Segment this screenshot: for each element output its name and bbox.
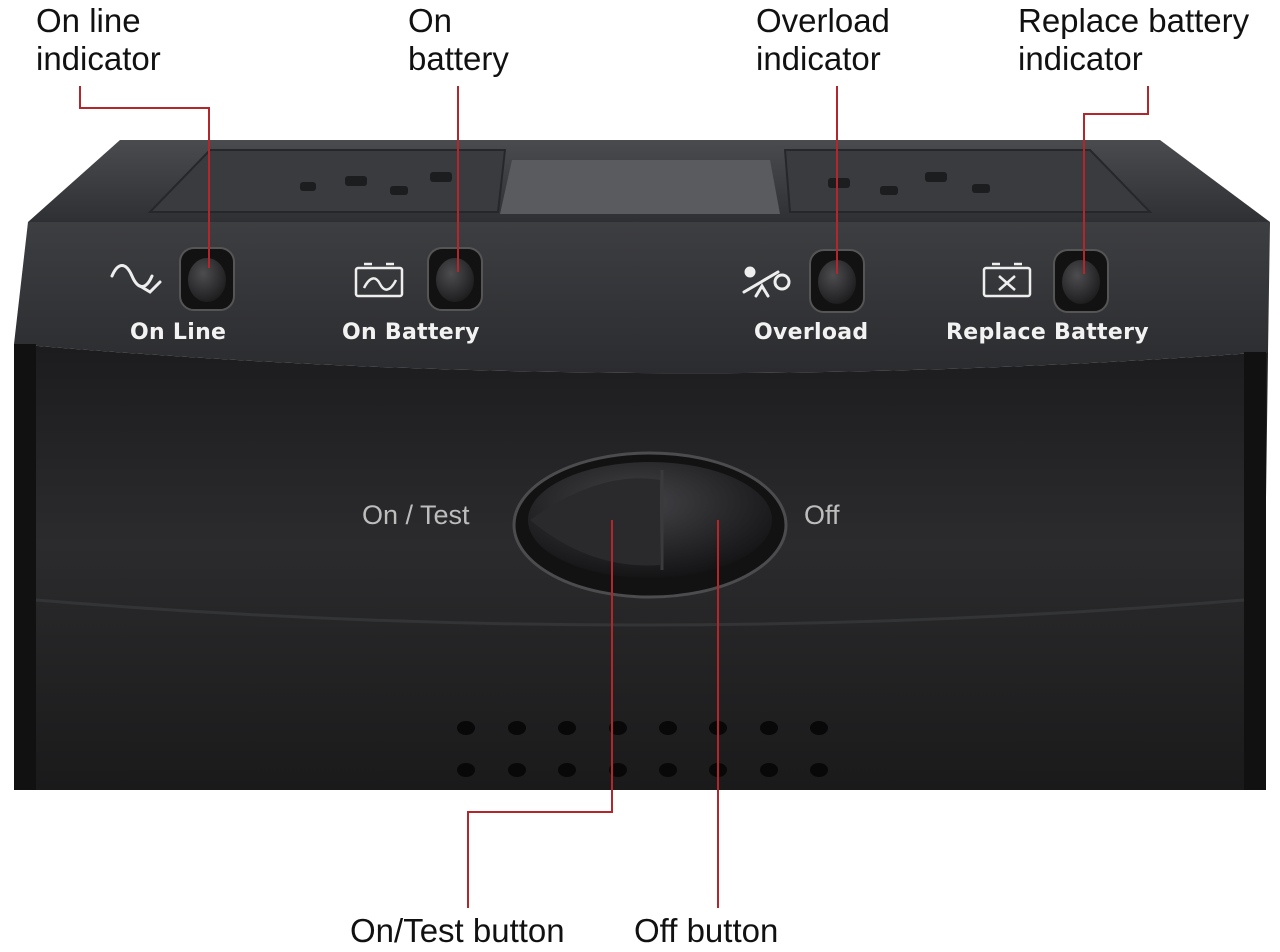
ac-wave-icon — [110, 264, 162, 294]
overload-seesaw-icon — [742, 266, 791, 298]
replace-battery-led — [1053, 249, 1109, 313]
switch-label-off: Off — [804, 500, 840, 530]
vent-hole — [760, 721, 778, 735]
vent-hole — [659, 721, 677, 735]
vent-hole — [760, 763, 778, 777]
leader-line-on-line — [79, 86, 210, 268]
vent-hole — [558, 721, 576, 735]
callout-on-battery: On battery — [408, 2, 509, 77]
leader-lines — [79, 86, 1149, 908]
callout-off-button: Off button — [634, 912, 779, 949]
leader-line-on-test — [467, 520, 613, 908]
vent-hole — [508, 721, 526, 735]
top-outlet-panel-left — [147, 149, 507, 213]
vent-hole — [659, 763, 677, 777]
vent-hole — [810, 763, 828, 777]
top-vent-holes — [300, 172, 990, 195]
vent-hole — [609, 721, 627, 735]
panel-label-overload: Overload — [754, 320, 869, 345]
callout-on-line-indicator: On line indicator — [36, 2, 161, 77]
vent-hole — [457, 721, 475, 735]
panel-label-replace-battery: Replace Battery — [946, 320, 1149, 345]
callout-replace-battery-indicator: Replace battery indicator — [1018, 2, 1250, 77]
top-outlet-panel-right — [783, 149, 1153, 213]
panel-label-on-line: On Line — [130, 320, 227, 345]
front-bevel-line — [35, 598, 1245, 627]
vent-hole — [609, 763, 627, 777]
callout-on-test-button: On/Test button — [350, 912, 565, 949]
vent-hole — [508, 763, 526, 777]
ups-side-edge-left — [14, 344, 36, 790]
front-vent-grid — [457, 721, 828, 777]
ups-control-face — [14, 222, 1270, 374]
callout-overload-indicator: Overload indicator — [756, 2, 890, 77]
vent-hole — [558, 763, 576, 777]
battery-wave-icon — [354, 262, 404, 298]
on-line-led — [179, 247, 235, 311]
battery-x-icon — [982, 262, 1032, 298]
panel-label-on-battery: On Battery — [342, 320, 480, 345]
top-center-recess — [500, 160, 780, 214]
leader-line-replace-battery — [1083, 86, 1149, 274]
switch-label-on-test: On / Test — [362, 500, 470, 530]
power-rocker-switch — [512, 451, 788, 599]
ups-side-edge-right — [1244, 352, 1266, 790]
vent-hole — [810, 721, 828, 735]
on-battery-led — [427, 247, 483, 311]
vent-hole — [457, 763, 475, 777]
